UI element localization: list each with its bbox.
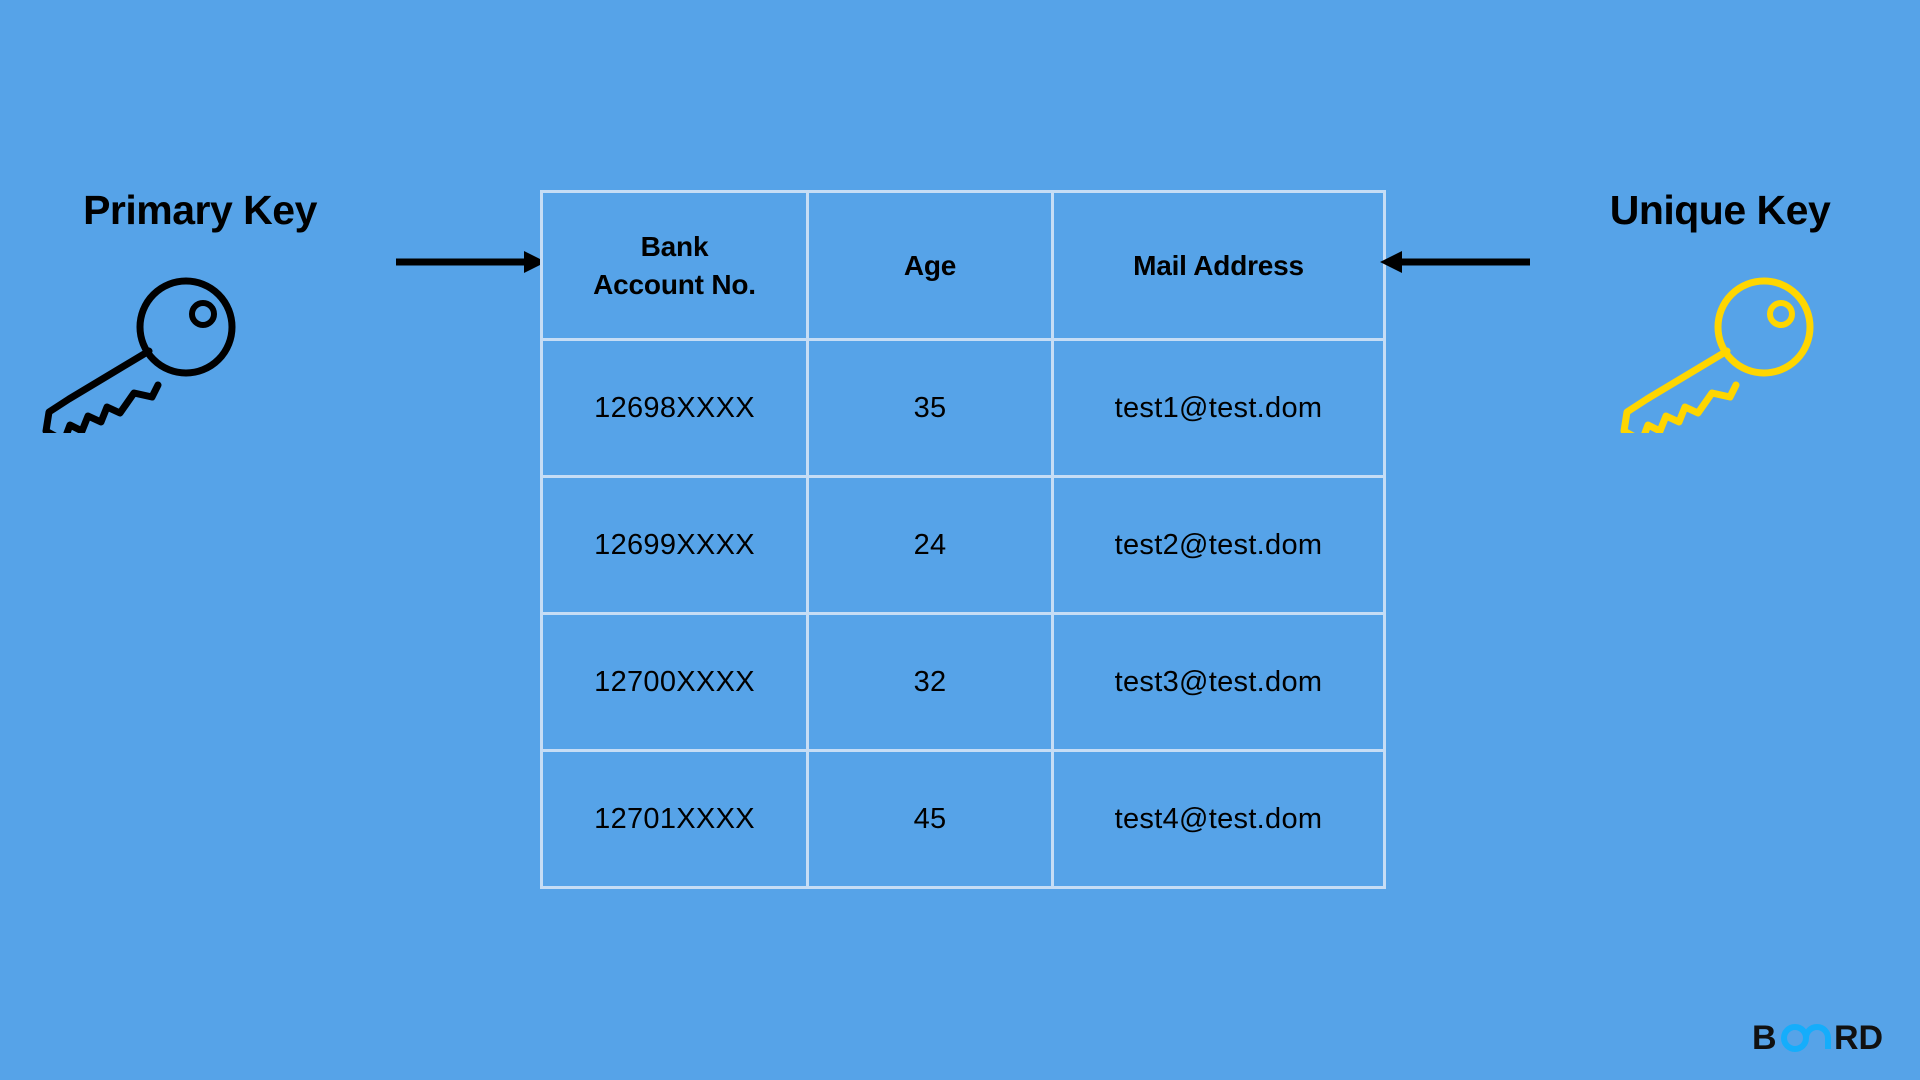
cell-age: 32 xyxy=(806,612,1054,752)
key-icon xyxy=(42,277,236,445)
cell-mail: test4@test.dom xyxy=(1051,749,1386,889)
column-header-line2: Account No. xyxy=(593,268,756,300)
table-row: 12700XXXX 32 test3@test.dom xyxy=(540,612,1386,752)
cell-age: 45 xyxy=(806,749,1054,889)
boord-logo: B RD xyxy=(1752,1018,1892,1058)
boord-logo-mark: B RD xyxy=(1752,1019,1883,1057)
logo-infinity-oa xyxy=(1781,1024,1831,1052)
cell-age: 24 xyxy=(806,475,1054,615)
table-header-row: Bank Account No. Age Mail Address xyxy=(540,190,1386,341)
table-row: 12699XXXX 24 test2@test.dom xyxy=(540,475,1386,615)
logo-letters-rd: RD xyxy=(1834,1019,1883,1057)
primary-key-label: Primary Key xyxy=(83,187,317,233)
key-icon xyxy=(1620,277,1814,445)
logo-letter-b: B xyxy=(1752,1019,1777,1057)
column-header-mail-address: Mail Address xyxy=(1051,190,1386,341)
column-header-age: Age xyxy=(806,190,1054,341)
database-table: Bank Account No. Age Mail Address 12698X… xyxy=(540,190,1386,889)
cell-account: 12699XXXX xyxy=(540,475,809,615)
unique-key-annotation: Unique Key xyxy=(1520,187,1920,445)
column-header-line1: Bank xyxy=(640,230,709,262)
table-row: 12701XXXX 45 test4@test.dom xyxy=(540,749,1386,889)
cell-account: 12700XXXX xyxy=(540,612,809,752)
cell-account: 12701XXXX xyxy=(540,749,809,889)
unique-key-label: Unique Key xyxy=(1609,187,1831,233)
table-row: 12698XXXX 35 test1@test.dom xyxy=(540,338,1386,478)
arrow-left-icon xyxy=(1380,251,1530,273)
cell-mail: test2@test.dom xyxy=(1051,475,1386,615)
primary-key-annotation: Primary Key xyxy=(0,187,400,445)
cell-account: 12698XXXX xyxy=(540,338,809,478)
database-table-wrapper: Bank Account No. Age Mail Address 12698X… xyxy=(540,190,1386,889)
arrow-right-icon xyxy=(396,251,546,273)
column-header-bank-account-no: Bank Account No. xyxy=(540,190,809,341)
cell-age: 35 xyxy=(806,338,1054,478)
cell-mail: test3@test.dom xyxy=(1051,612,1386,752)
cell-mail: test1@test.dom xyxy=(1051,338,1386,478)
